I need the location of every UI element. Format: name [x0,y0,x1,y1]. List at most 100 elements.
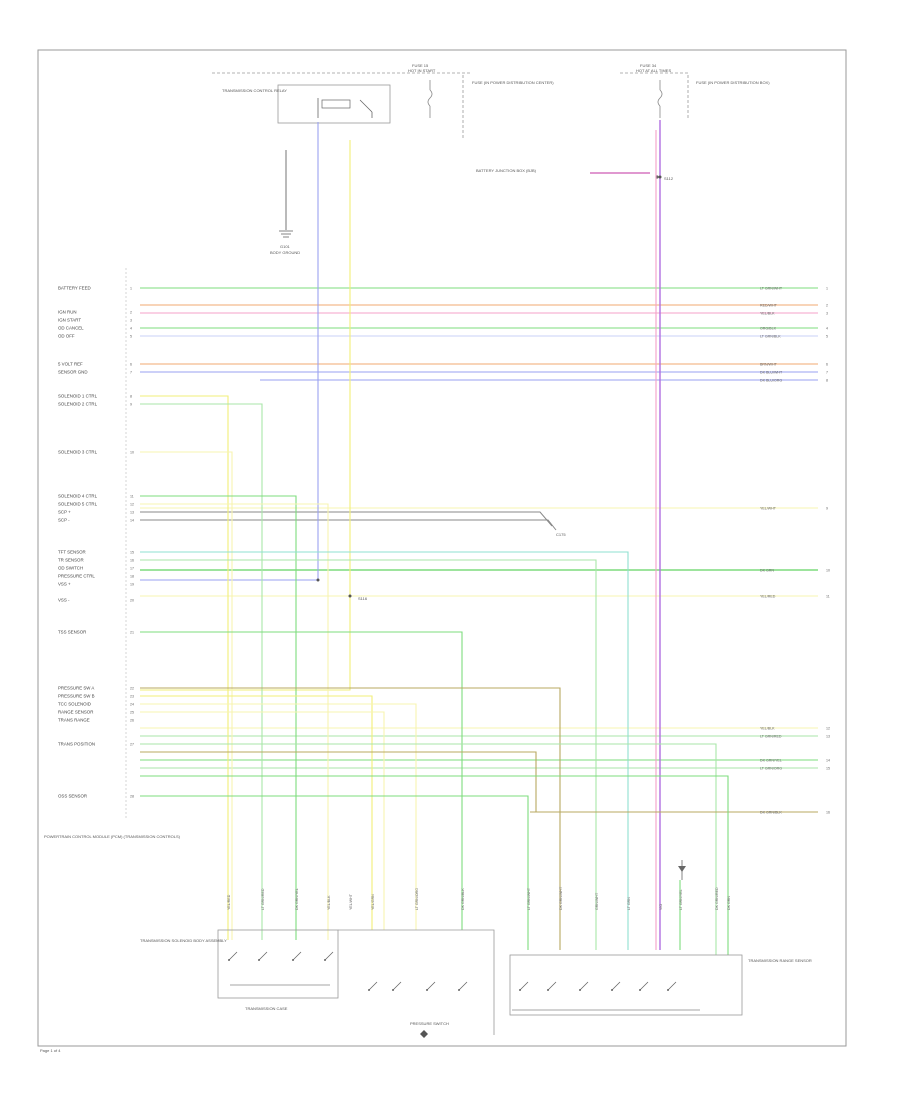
pressure-switch-label: PRESSURE SWITCH [410,1021,449,1026]
pressure-switch-icon [368,981,378,991]
splice-right-note: BATTERY JUNCTION BOX (BJB) [476,168,537,173]
right-connector-tag: YEL/BLK [760,312,775,316]
page-footer: Page 1 of 4 [40,1048,61,1053]
fuse-right-label: FUSE 34 [640,63,657,68]
pcm-pin-signal: IGN START [58,318,81,323]
right-connector-tag: ORG/BLK [760,327,777,331]
range-sensor-switch-icon [611,981,621,991]
solenoid-switch-icon [292,951,302,961]
bottom-wire-tag: GRN/WHT [595,892,599,910]
right-connector-tag: RED/WHT [760,304,778,308]
right-connector-pin: 10 [826,569,830,573]
wire-od-switch [140,559,597,950]
bottom-wire-tag: DK GRN [727,896,731,910]
pcm-pin-number: 20 [130,599,134,603]
pcm-pin-number: 13 [130,511,134,515]
wire-relay-yellow [140,140,351,691]
pressure-switch-icon-contact [392,989,394,991]
right-connector-pin: 12 [826,727,830,731]
pcm-pin-number: 28 [130,795,134,799]
pcm-pin-number: 7 [130,371,132,375]
fuse-right-sublabel: HOT AT ALL TIMES [636,68,671,73]
solenoid-switch-icon-contact [292,959,294,961]
pcm-pin-signal: BATTERY FEED [58,286,91,291]
wire-psw-b [140,703,417,930]
pcm-pin-signal: RANGE SENSOR [58,710,93,715]
ground-right-icon [678,860,686,880]
solenoid-switch-icon-contact [258,959,260,961]
wire-oss [140,795,529,950]
wire-harness [140,120,818,955]
pcm-pin-signal: OD CANCEL [58,326,84,331]
right-connector-tag: LT GRN/RED [760,735,782,739]
bottom-wire-tag: LT GRN [627,897,631,910]
wire-relay-blue [140,122,319,581]
range-sensor-switch-icon-contact [611,989,613,991]
wire-trans-range [140,743,717,955]
pressure-switch-icon-contact [458,989,460,991]
wire-scp-branch-2 [140,519,557,531]
pcm-pin-number: 17 [130,567,134,571]
relay-box [277,84,391,124]
pcm-pin-signal: OSS SENSOR [58,794,87,799]
page-frame [37,49,847,1047]
body-ground-label: BODY GROUND [270,250,300,255]
right-connector-pin: 15 [826,767,830,771]
right-connector-pin: 14 [826,759,830,763]
solenoid-switch-icon-contact [228,959,230,961]
fuse-right-note: FUSE (IN POWER DISTRIBUTION BOX) [696,80,770,85]
pressure-switch-icon [458,981,468,991]
pcm-pin-signal: OD SWITCH [58,566,83,571]
bottom-wire-tag: YEL/WHT [349,893,353,910]
wire-psw-c [140,711,385,930]
solenoid-switch-icon [324,951,334,961]
wire-vss-range [140,687,561,950]
pcm-pin-signal: PRESSURE SW A [58,686,94,691]
range-sensor-switch-icon-contact [639,989,641,991]
wire-trans-pos-2 [140,775,729,955]
wire-sol5 [140,503,329,940]
bottom-wire-tag: LT GRN/WHT [527,887,531,910]
pcm-pin-number: 15 [130,551,134,555]
range-sensor-switch-icon-contact [667,989,669,991]
pcm-pin-number: 10 [130,451,134,455]
pressure-switch-icon-contact [368,989,370,991]
range-sensor-switch-icon-contact [519,989,521,991]
pcm-pin-number: 19 [130,583,134,587]
pcm-pin-signal: VSS - [58,598,70,603]
fuse-left-icon [427,80,433,118]
splice-mid-label: S116 [358,596,368,601]
pcm-pin-number: 8 [130,395,132,399]
relay-switch-icon [317,98,373,118]
pcm-pin-signal: SOLENOID 4 CTRL [58,494,98,499]
pcm-label: POWERTRAIN CONTROL MODULE (PCM) (TRANSMI… [44,834,181,839]
wire-od-sw2 [140,631,463,930]
solenoid-switch-icon-contact [324,959,326,961]
right-connector-pin: 1 [826,287,828,291]
solenoid-body-label: TRANSMISSION SOLENOID BODY ASSEMBLY [140,938,227,943]
pcm-pin-number: 27 [130,743,134,747]
right-connector-pin: 11 [826,595,830,599]
right-connector-tag: DK GRN [760,569,774,573]
pcm-pin-signal: TSS SENSOR [58,630,86,635]
right-connector-pin: 5 [826,335,828,339]
pcm-pin-number: 2 [130,311,132,315]
right-connector-pin: 16 [826,811,830,815]
range-sensor-switch-icon [547,981,557,991]
wire-trans-pos [140,751,818,813]
pcm-pin-signal: SCP + [58,510,71,515]
right-connector-pin: 13 [826,735,830,739]
pressure-switch-icon [392,981,402,991]
bottom-wire-tag: LT GRN/RED [261,888,265,910]
right-connector-tag: DK BLU/ORG [760,379,782,383]
bottom-wire-tag: VIO [659,904,663,910]
pcm-pin-signal: SOLENOID 5 CTRL [58,502,98,507]
range-sensor-box [509,954,743,1016]
solenoid-body-box [217,929,339,999]
right-connector-tag: YEL/WHT [760,507,777,511]
wire-tr-sensor [140,551,629,950]
splice-dot [658,175,662,179]
fuse-left-sublabel: HOT IN START [408,68,436,73]
